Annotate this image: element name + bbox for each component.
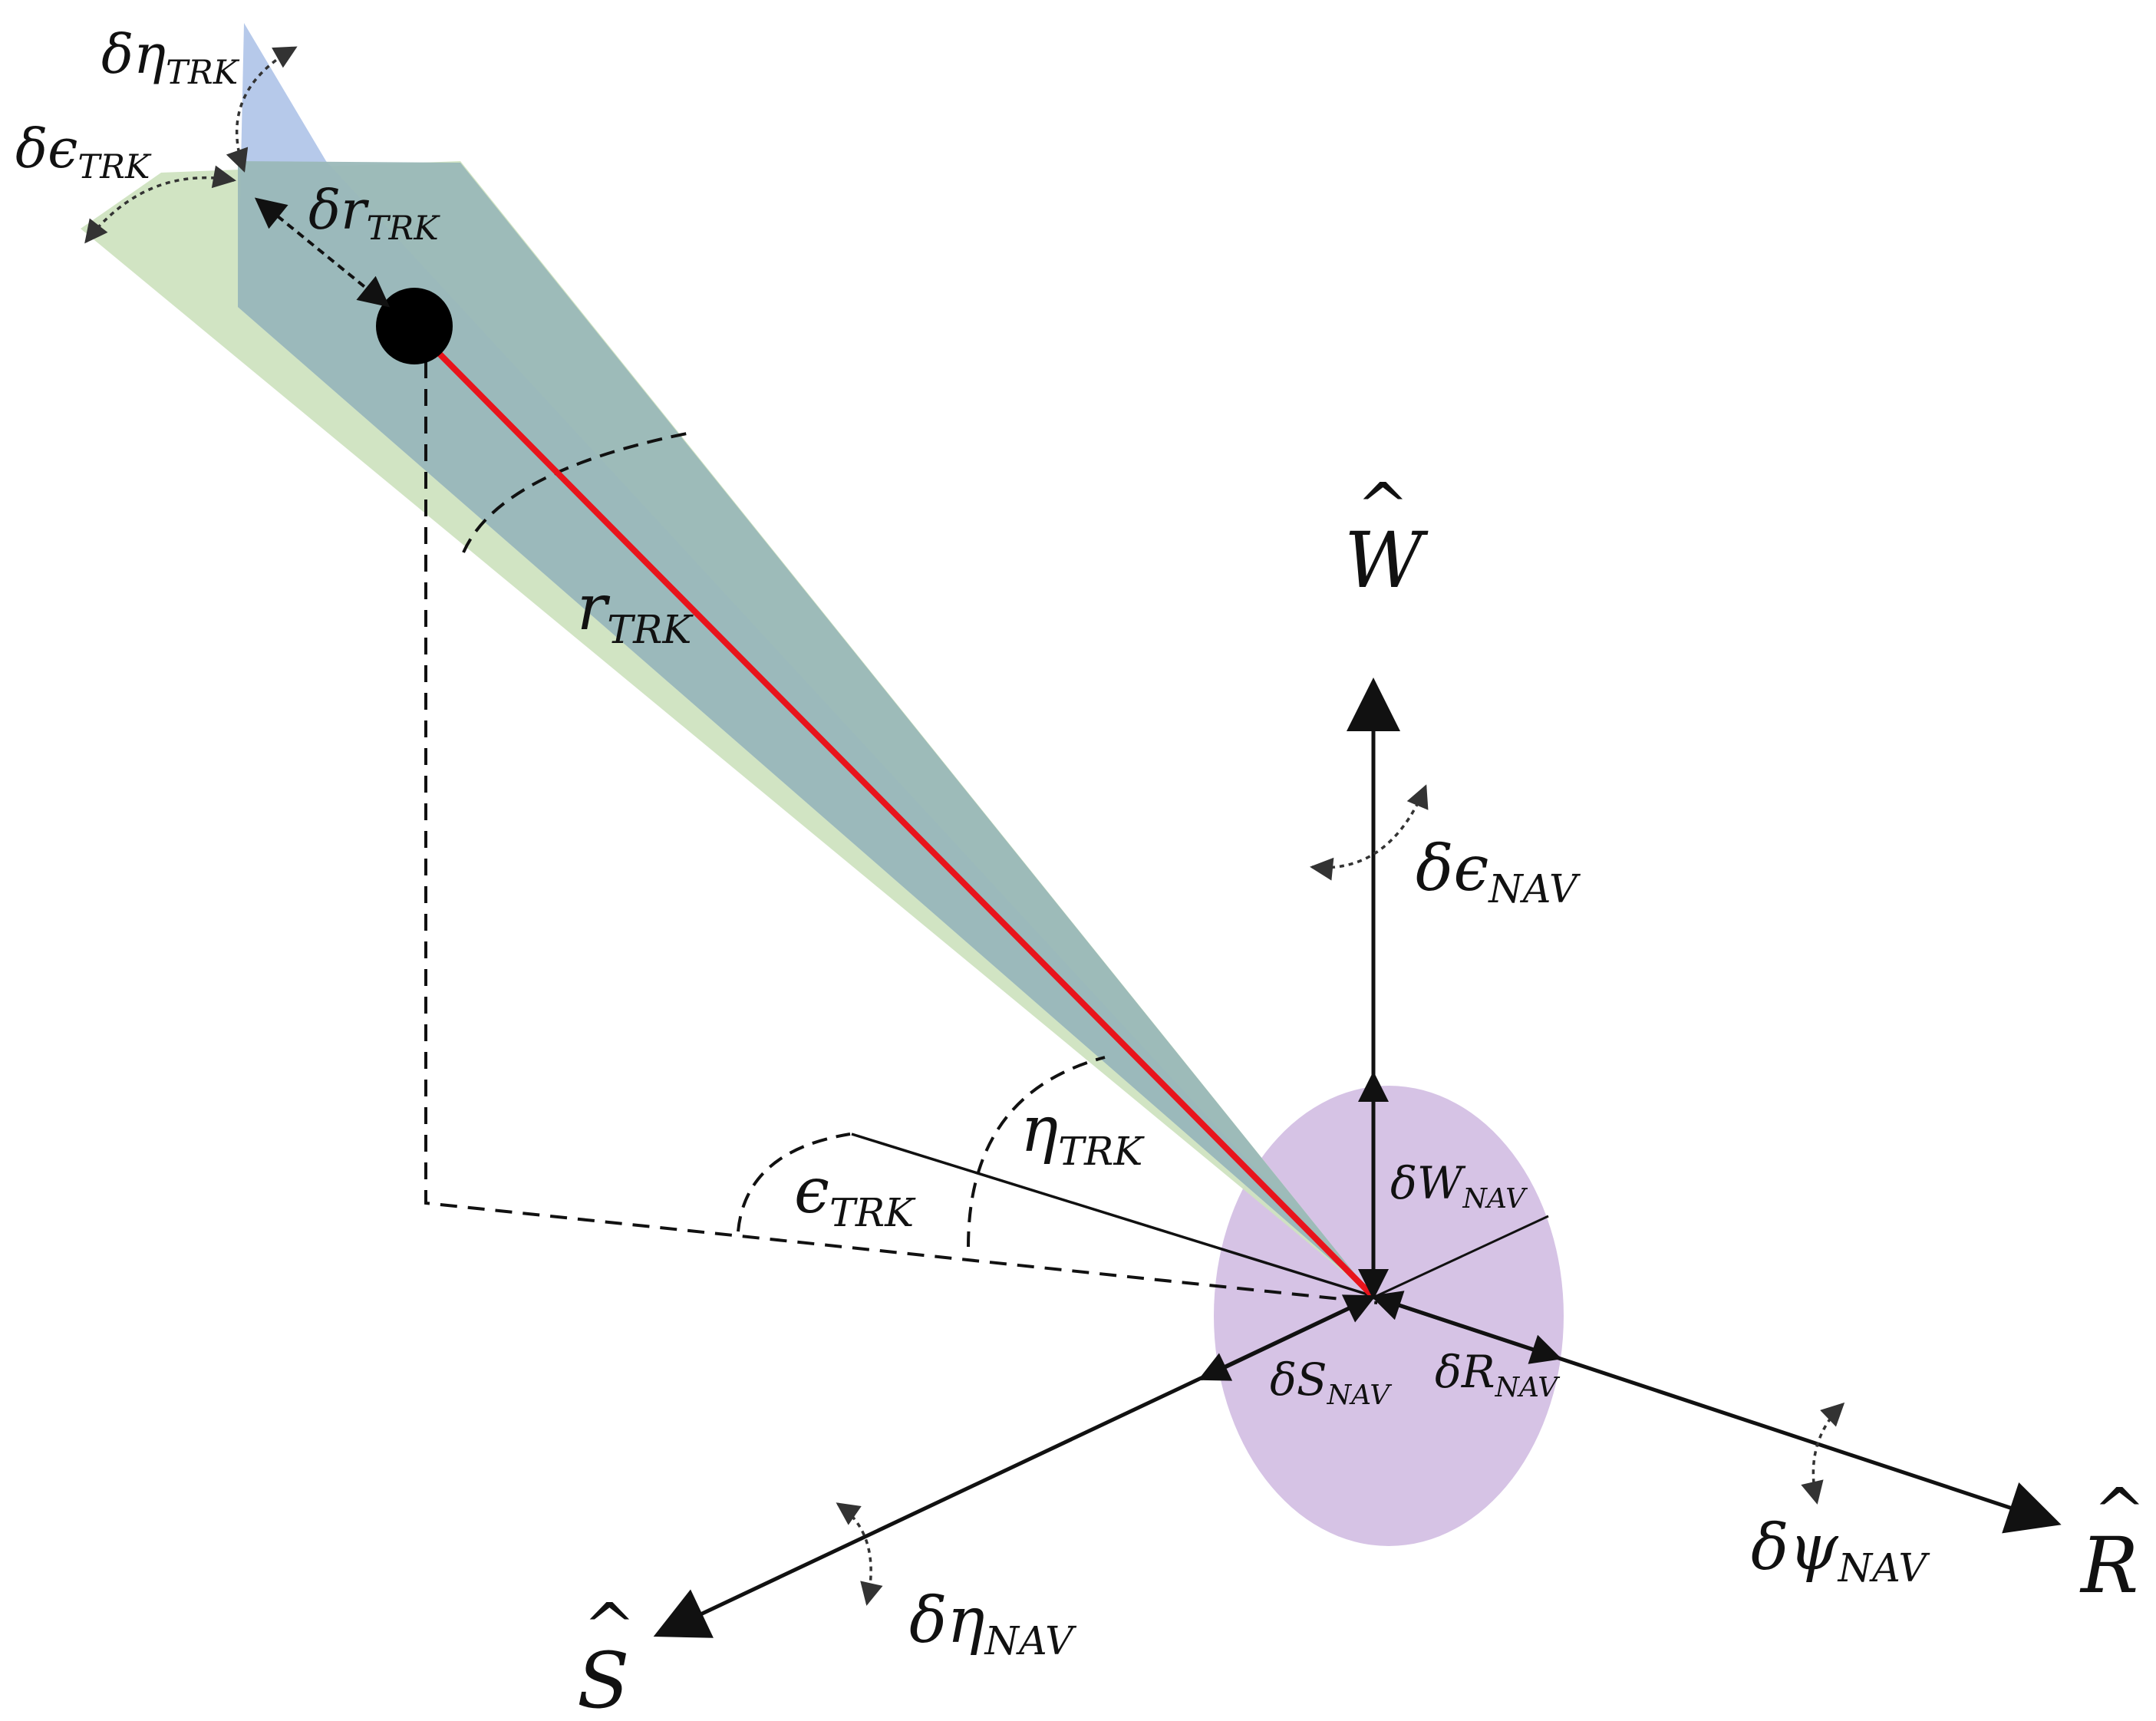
svg-text:S: S — [577, 1636, 630, 1721]
delta-eps-trk-arrow — [84, 165, 236, 244]
target-object — [376, 288, 453, 364]
line-of-sight — [412, 326, 1376, 1299]
delta-w-nav-label: δWNAV — [1390, 1157, 1528, 1215]
svg-text:^: ^ — [2093, 1475, 2146, 1548]
delta-s-nav-arrow — [1198, 1294, 1376, 1381]
delta-psi-nav-arrow — [1801, 1402, 1845, 1505]
eta-trk-label: ηTRK — [1020, 1093, 1145, 1174]
s-hat-label: S ^ — [577, 1591, 636, 1721]
delta-r-nav-arrow — [1370, 1291, 1562, 1364]
svg-text:W: W — [1344, 516, 1429, 605]
delta-s-nav-label: δSNAV — [1270, 1353, 1393, 1411]
svg-text:^: ^ — [1357, 470, 1409, 543]
delta-eta-nav-label: δηNAV — [909, 1584, 1077, 1663]
delta-r-trk-arrow — [254, 197, 391, 308]
eps-trk-label: ϵTRK — [794, 1155, 916, 1235]
delta-eps-nav-label: δϵNAV — [1416, 832, 1581, 912]
eta-trk-arc — [967, 1056, 1106, 1248]
eps-trk-arc — [737, 1132, 851, 1232]
reference-line-right — [1374, 1215, 1549, 1298]
delta-eta-trk-arrow — [226, 46, 298, 173]
delta-eta-nav-arrow — [836, 1502, 883, 1606]
r-trk-arc — [462, 432, 687, 553]
nav-uncertainty-ellipse — [1214, 1086, 1564, 1546]
reference-line — [851, 1132, 1376, 1298]
svg-text:^: ^ — [583, 1591, 636, 1663]
delta-r-trk-label: δrTRK — [308, 179, 440, 248]
delta-eps-trk-label: δϵTRK — [15, 117, 152, 186]
r-trk-label: rTRK — [577, 572, 694, 652]
w-hat-label: W ^ — [1344, 470, 1429, 605]
projection-dashed-line — [424, 334, 1378, 1304]
delta-eps-nav-arrow — [1310, 784, 1429, 881]
delta-psi-nav-label: δψNAV — [1751, 1512, 1930, 1591]
delta-r-nav-label: δRNAV — [1435, 1346, 1561, 1403]
r-hat-label: R ^ — [2079, 1475, 2146, 1611]
delta-eta-trk-label: δηTRK — [101, 23, 240, 92]
svg-text:R: R — [2079, 1521, 2138, 1611]
